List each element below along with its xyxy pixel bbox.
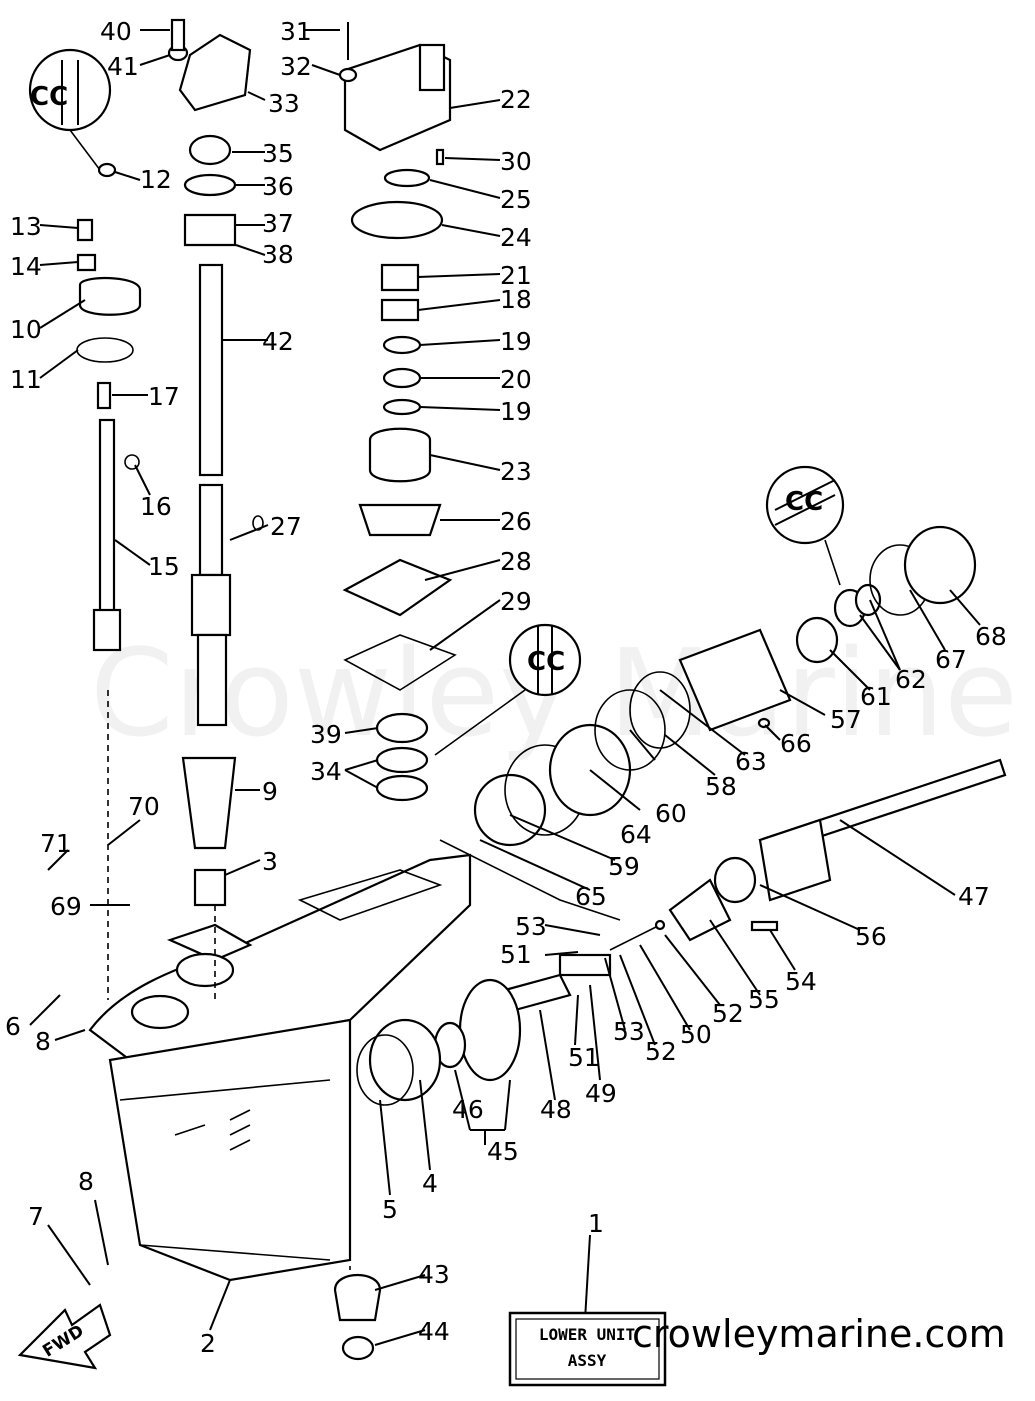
assembly-box-line2: ASSY (568, 1351, 607, 1370)
callout-5: 5 (382, 1195, 398, 1224)
callout-6: 6 (5, 1012, 21, 1041)
callout-4: 4 (422, 1169, 438, 1198)
callout-mark-1: CC (30, 82, 68, 112)
callout-30: 30 (500, 147, 532, 176)
callout-mark-2: CC (527, 647, 565, 677)
callout-66: 66 (780, 729, 812, 758)
callout-leaders (29, 29, 981, 1346)
callout-19a: 19 (500, 327, 532, 356)
callout-1: 1 (588, 1209, 604, 1238)
fwd-arrow: FWD (17, 1303, 112, 1370)
callout-65: 65 (575, 882, 607, 911)
callout-37: 37 (262, 209, 294, 238)
callout-50: 50 (680, 1020, 712, 1049)
callout-68: 68 (975, 622, 1007, 651)
callout-51b: 51 (568, 1043, 600, 1072)
callout-31: 31 (280, 17, 312, 46)
callout-11: 11 (10, 365, 42, 394)
callout-47: 47 (958, 882, 990, 911)
callout-54: 54 (785, 967, 817, 996)
callout-39: 39 (310, 720, 342, 749)
callout-71: 71 (40, 829, 72, 858)
callout-58: 58 (705, 772, 737, 801)
callout-53b: 53 (613, 1017, 645, 1046)
callout-16: 16 (140, 492, 172, 521)
shift-assembly: CC (28, 48, 142, 1000)
callout-38: 38 (262, 240, 294, 269)
callout-63: 63 (735, 747, 767, 776)
callout-49: 49 (585, 1079, 617, 1108)
callout-35: 35 (262, 139, 294, 168)
assembly-box-line1: LOWER UNIT (539, 1325, 635, 1344)
propeller-shaft-assembly (333, 758, 1007, 1361)
callout-52b: 52 (712, 999, 744, 1028)
water-pump-assembly (338, 22, 457, 802)
callout-62: 62 (895, 665, 927, 694)
callout-8a: 8 (35, 1027, 51, 1056)
callout-8b: 8 (78, 1167, 94, 1196)
callout-24: 24 (500, 223, 532, 252)
callout-41: 41 (107, 52, 139, 81)
callout-69: 69 (50, 892, 82, 921)
callout-67: 67 (935, 645, 967, 674)
callout-61: 61 (860, 682, 892, 711)
lower-case-housing (88, 853, 472, 1282)
callout-22: 22 (500, 85, 532, 114)
drive-shaft-assembly (167, 18, 264, 1000)
callout-46: 46 (452, 1095, 484, 1124)
callout-48: 48 (540, 1095, 572, 1124)
callout-26: 26 (500, 507, 532, 536)
callout-59: 59 (608, 852, 640, 881)
callout-25: 25 (500, 185, 532, 214)
callout-33: 33 (268, 89, 300, 118)
callout-15: 15 (148, 552, 180, 581)
callout-18: 18 (500, 285, 532, 314)
callout-7: 7 (28, 1202, 44, 1231)
callout-29: 29 (500, 587, 532, 616)
callout-20: 20 (500, 365, 532, 394)
callout-52a: 52 (645, 1037, 677, 1066)
callout-53a: 53 (515, 912, 547, 941)
assembly-box: LOWER UNIT ASSY (508, 1311, 667, 1387)
callout-labels: 40 41 33 35 36 37 38 31 32 22 30 25 24 2… (5, 17, 1007, 1358)
callout-23: 23 (500, 457, 532, 486)
callout-9: 9 (262, 777, 278, 806)
callout-3: 3 (262, 847, 278, 876)
callout-28: 28 (500, 547, 532, 576)
callout-2: 2 (200, 1329, 216, 1358)
callout-36: 36 (262, 172, 294, 201)
callout-40: 40 (100, 17, 132, 46)
callout-44: 44 (418, 1317, 450, 1346)
callout-70: 70 (128, 792, 160, 821)
callout-43: 43 (418, 1260, 450, 1289)
callout-55: 55 (748, 985, 780, 1014)
callout-51a: 51 (500, 940, 532, 969)
forward-gear-assembly: CC CC (434, 465, 977, 847)
site-url: crowleymarine.com (632, 1312, 1006, 1356)
callout-64: 64 (620, 820, 652, 849)
callout-10: 10 (10, 315, 42, 344)
callout-12: 12 (140, 165, 172, 194)
callout-34: 34 (310, 757, 342, 786)
callout-mark-3: CC (785, 487, 823, 517)
callout-14: 14 (10, 252, 42, 281)
callout-21: 21 (500, 261, 532, 290)
callout-17: 17 (148, 382, 180, 411)
callout-32: 32 (280, 52, 312, 81)
callout-57: 57 (830, 705, 862, 734)
callout-45: 45 (487, 1137, 519, 1166)
callout-13: 13 (10, 212, 42, 241)
callout-42: 42 (262, 327, 294, 356)
callout-60: 60 (655, 799, 687, 828)
callout-19b: 19 (500, 397, 532, 426)
callout-27: 27 (270, 512, 302, 541)
callout-56: 56 (855, 922, 887, 951)
